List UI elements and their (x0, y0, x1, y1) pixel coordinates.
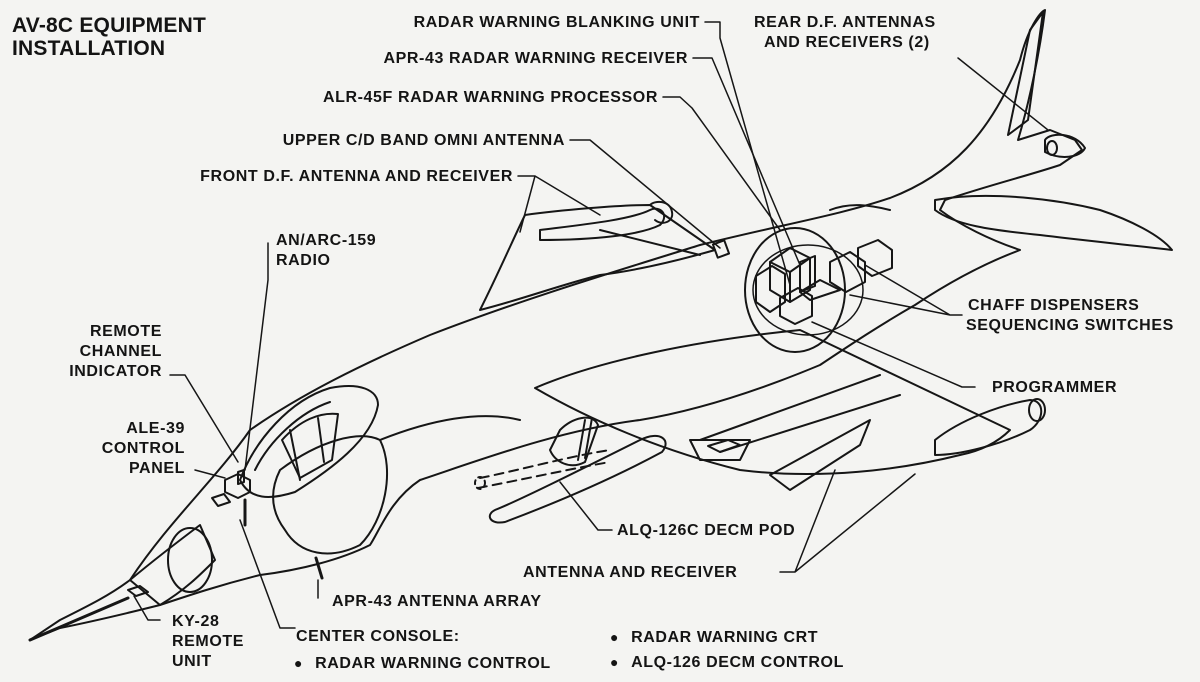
label-center-console-heading: CENTER CONSOLE: (296, 628, 460, 645)
ky28-line-1: KY-28 (172, 613, 220, 630)
remote-channel-line-3: INDICATOR (69, 363, 162, 380)
label-apr43-radar-warning-receiver: APR-43 RADAR WARNING RECEIVER (383, 50, 688, 67)
chaff-line-2: SEQUENCING SWITCHES (966, 317, 1174, 334)
fuselage-outline (29, 9, 1083, 641)
chaff-line-1: CHAFF DISPENSERS (968, 297, 1140, 314)
equipment-bay (744, 227, 893, 353)
label-ale39-control-panel: ALE-39 CONTROL PANEL (70, 419, 185, 479)
ky28-line-2: REMOTE (172, 633, 245, 650)
remote-channel-line-1: REMOTE (89, 323, 162, 340)
label-antenna-and-receiver: ANTENNA AND RECEIVER (523, 564, 738, 581)
label-alr45f-radar-warning-processor: ALR-45F RADAR WARNING PROCESSOR (322, 89, 658, 106)
nose-cone (28, 524, 216, 642)
decm-pod (474, 416, 667, 524)
tail-assembly (829, 11, 1173, 251)
label-an-arc159-radio: AN/ARC-159 RADIO (276, 231, 406, 271)
remote-channel-line-2: CHANNEL (79, 343, 162, 360)
label-rear-df-antennas: REAR D.F. ANTENNAS AND RECEIVERS (2) (750, 13, 950, 53)
label-upper-cd-band-omni-antenna: UPPER C/D BAND OMNI ANTENNA (282, 132, 565, 149)
radio-line-1: AN/ARC-159 (276, 232, 377, 249)
diagram-title: AV-8C EQUIPMENT INSTALLATION (12, 14, 206, 60)
label-front-df-antenna-receiver: FRONT D.F. ANTENNA AND RECEIVER (200, 168, 513, 185)
label-apr43-antenna-array: APR-43 ANTENNA ARRAY (332, 593, 542, 610)
label-remote-channel-indicator: REMOTE CHANNEL INDICATOR (40, 322, 162, 382)
ale39-line-1: ALE-39 (126, 420, 185, 437)
cockpit-canopy (239, 384, 379, 498)
center-console-item-radar-warning-control: RADAR WARNING CONTROL (294, 653, 551, 674)
rear-df-line-1: REAR D.F. ANTENNAS (754, 14, 936, 31)
label-radar-warning-blanking-unit: RADAR WARNING BLANKING UNIT (413, 14, 700, 31)
leader-lines (133, 21, 1049, 629)
label-chaff-dispensers: CHAFF DISPENSERS SEQUENCING SWITCHES (966, 296, 1198, 336)
label-alq126c-decm-pod: ALQ-126C DECM POD (617, 522, 796, 539)
center-console-item-alq126-decm-control: ALQ-126 DECM CONTROL (610, 652, 844, 673)
title-line-2: INSTALLATION (12, 37, 166, 60)
engine-intake (272, 415, 521, 555)
right-wing (534, 329, 1046, 491)
radio-line-2: RADIO (276, 252, 331, 269)
ale39-line-3: PANEL (128, 460, 185, 477)
label-programmer: PROGRAMMER (992, 379, 1118, 396)
left-wing (479, 200, 731, 311)
center-console-item-radar-warning-crt: RADAR WARNING CRT (610, 627, 818, 648)
label-ky28-remote-unit: KY-28 REMOTE UNIT (172, 612, 262, 672)
ky28-line-3: UNIT (172, 653, 212, 670)
rear-df-line-2: AND RECEIVERS (2) (764, 34, 930, 51)
ale39-line-2: CONTROL (101, 440, 185, 457)
cockpit-equipment (127, 439, 741, 597)
title-line-1: AV-8C EQUIPMENT (12, 14, 206, 37)
